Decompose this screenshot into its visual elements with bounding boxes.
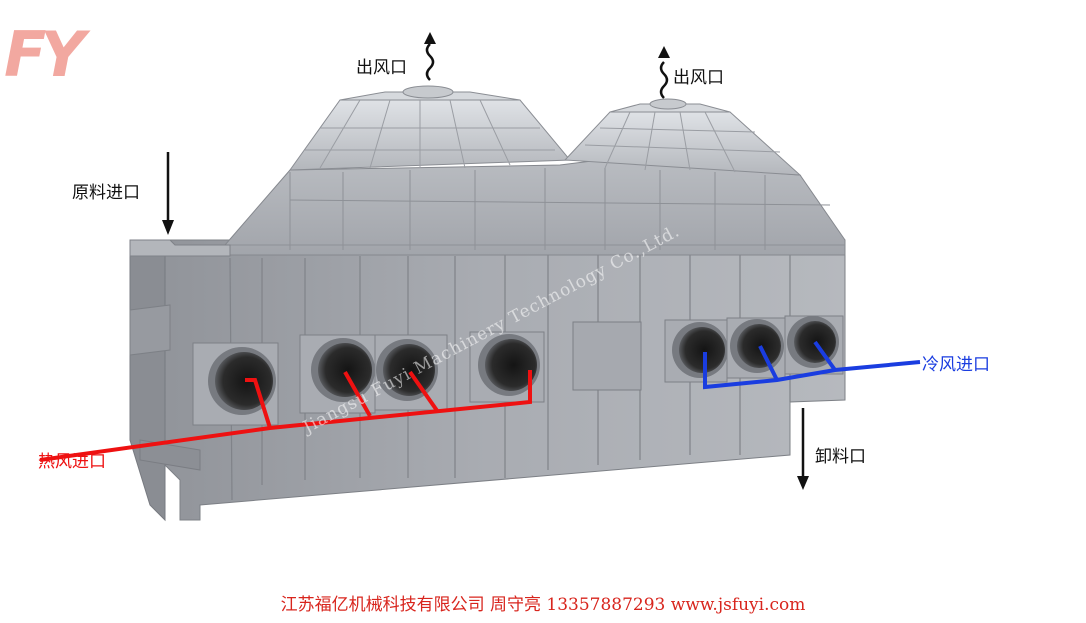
cold-air-inlet-label: 冷风进口 [922, 355, 990, 375]
wavy-up-arrow-icon [658, 46, 670, 99]
outlet-right-label: 出风口 [673, 68, 724, 88]
roof-left [289, 85, 572, 171]
down-arrow-icon [797, 408, 809, 490]
wavy-up-arrow-icon [424, 32, 436, 81]
cold-air-manifold [703, 340, 921, 390]
upper-hood [129, 159, 846, 257]
down-arrow-icon [162, 152, 174, 235]
hot-air-inlet-label: 热风进口 [38, 452, 106, 472]
feed-inlet-label: 原料进口 [72, 183, 140, 203]
company-contact-footer: 江苏福亿机械科技有限公司 周守亮 13357887293 www.jsfuyi.… [280, 595, 806, 615]
company-logo: FY [4, 18, 85, 91]
hot-air-manifold [39, 370, 532, 462]
cold-air-ports [664, 315, 844, 383]
roof-right [563, 98, 802, 176]
outlet-left-label: 出风口 [356, 58, 407, 78]
discharge-label: 卸料口 [815, 447, 866, 467]
